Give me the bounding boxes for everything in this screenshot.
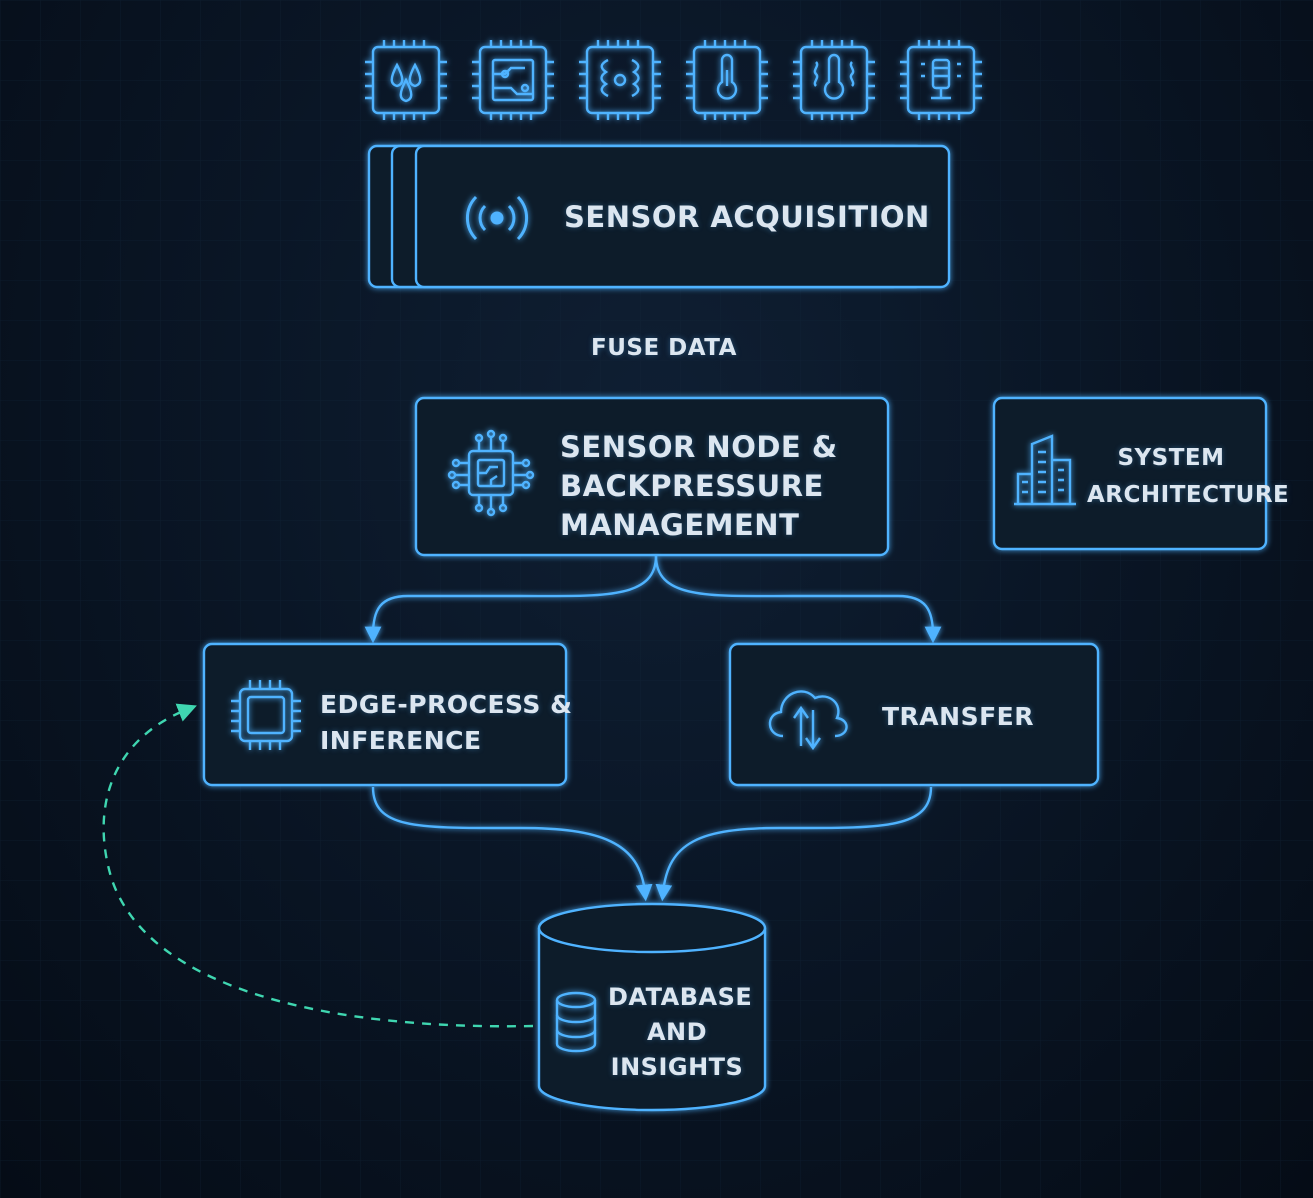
water-drop-icon: [365, 40, 447, 120]
system-architecture-line-2: ARCHITECTURE: [1087, 482, 1290, 508]
sensor-node-label: SENSOR NODE & BACKPRESSURE MANAGEMENT: [560, 428, 838, 545]
edge-process-box: [202, 642, 568, 787]
database-icon: [555, 991, 597, 1053]
wireless-signal-icon: [465, 195, 529, 241]
system-architecture-box: [992, 396, 1268, 551]
sensor-node-line-1: SENSOR NODE &: [560, 430, 838, 464]
database-line-1: DATABASE: [608, 983, 753, 1011]
feedback-arrow: [102, 703, 534, 1028]
acquisition-front-card: [414, 144, 951, 289]
fuse-data-label: FUSE DATA: [591, 335, 737, 361]
system-architecture-line-1: SYSTEM: [1117, 445, 1225, 471]
thermometer-icon: [686, 40, 768, 120]
chip-icon: [231, 680, 301, 750]
edge-process-label: EDGE-PROCESS & INFERENCE: [320, 687, 572, 759]
circuit-icon: [472, 40, 554, 120]
transfer-label: TRANSFER: [882, 702, 1034, 731]
transfer-box: [728, 642, 1100, 787]
cloud-transfer-icon: [768, 690, 848, 751]
processor-icon: [447, 429, 535, 517]
sensor-chip-row: [365, 40, 982, 120]
sensor-node-box: [414, 396, 890, 557]
split-arrows: [364, 555, 942, 644]
edge-process-line-1: EDGE-PROCESS &: [320, 690, 573, 719]
database-line-2: AND: [646, 1018, 708, 1046]
merge-arrows: [371, 786, 933, 902]
vibration-icon: [579, 40, 661, 120]
sensor-acquisition-label: SENSOR ACQUISITION: [564, 200, 930, 234]
temperature-wave-icon: [793, 40, 875, 120]
system-architecture-label: SYSTEM ARCHITECTURE: [1087, 440, 1290, 514]
sensor-node-line-2: BACKPRESSURE: [560, 469, 824, 503]
gas-sensor-icon: [900, 40, 982, 120]
edge-process-line-2: INFERENCE: [320, 726, 482, 755]
sensor-acquisition-block: [367, 144, 951, 289]
database-line-3: INSIGHTS: [610, 1053, 744, 1081]
sensor-node-line-3: MANAGEMENT: [560, 508, 800, 542]
building-icon: [1014, 434, 1076, 506]
database-cylinder: [537, 902, 767, 1112]
database-label: DATABASE AND INSIGHTS: [608, 980, 753, 1085]
